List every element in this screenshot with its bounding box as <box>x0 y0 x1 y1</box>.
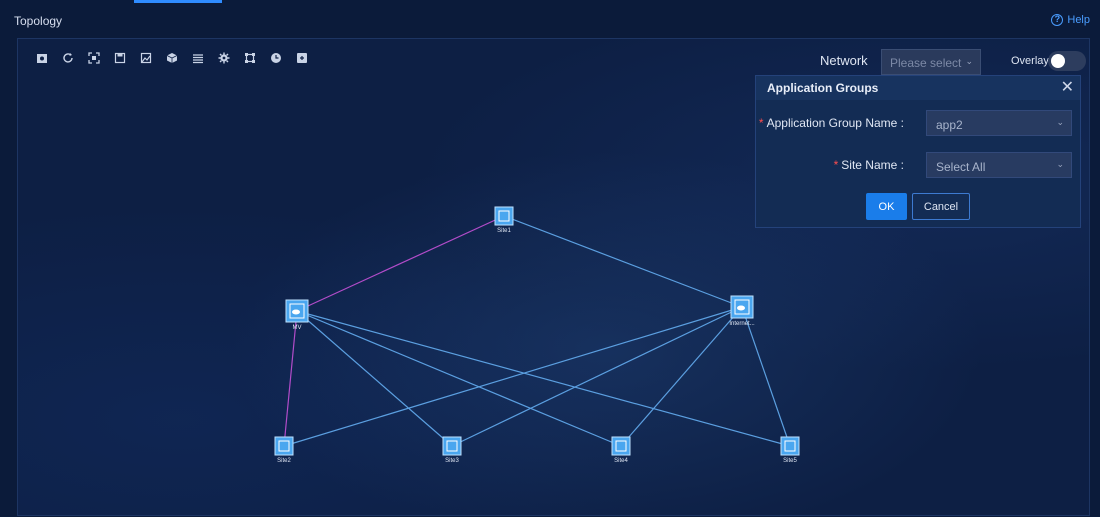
topology-node-label: Internet... <box>729 321 755 327</box>
topology-link-mv-site5[interactable] <box>296 310 791 447</box>
application-groups-panel: Application Groups ✕ *Application Group … <box>755 75 1081 228</box>
network-select[interactable]: Please select ⌄ <box>881 49 981 75</box>
topology-link-internet-site4[interactable] <box>620 306 743 447</box>
topology-node-internet[interactable]: Internet... <box>729 295 755 327</box>
close-icon[interactable]: ✕ <box>1060 79 1074 96</box>
cube-icon[interactable] <box>166 52 178 64</box>
topology-node-site4[interactable]: Site4 <box>611 436 631 464</box>
topology-node-site3[interactable]: Site3 <box>442 436 462 464</box>
chevron-down-icon: ⌄ <box>1056 159 1064 169</box>
overlay-label: Overlay <box>1011 55 1049 67</box>
help-icon: ? <box>1051 14 1064 26</box>
topology-node-site5[interactable]: Site5 <box>780 436 800 464</box>
layers-icon[interactable] <box>192 52 204 64</box>
application-group-name-select[interactable]: app2 ⌄ <box>926 110 1072 136</box>
active-tab-indicator <box>134 0 222 3</box>
topology-link-mv-site4[interactable] <box>296 310 622 447</box>
fit-screen-icon[interactable] <box>88 52 100 64</box>
ok-button[interactable]: OK <box>866 193 907 220</box>
history-icon[interactable] <box>270 52 282 64</box>
site-icon <box>784 440 796 452</box>
toggle-knob <box>1051 54 1065 68</box>
site-icon <box>615 440 627 452</box>
panel-title: Application Groups <box>767 81 879 95</box>
topology-node-label: Site2 <box>277 458 291 464</box>
help-link[interactable]: ? Help <box>1051 14 1090 26</box>
topology-link-internet-site2[interactable] <box>283 306 743 447</box>
save-icon[interactable] <box>114 52 126 64</box>
settings-icon[interactable] <box>218 52 230 64</box>
application-group-name-value: app2 <box>936 118 963 132</box>
topology-link-mv-site2[interactable] <box>283 310 298 447</box>
network-label: Network <box>820 53 868 68</box>
topology-link-mv-site3[interactable] <box>296 310 453 447</box>
topology-toolbar <box>36 52 308 64</box>
topology-link-site1-internet[interactable] <box>503 215 743 308</box>
application-group-name-label: *Application Group Name : <box>758 116 904 130</box>
help-label: Help <box>1067 14 1090 26</box>
cloud-icon <box>289 303 305 319</box>
screenshot-icon[interactable] <box>36 52 48 64</box>
topology-node-site1[interactable]: Site1 <box>494 206 514 234</box>
topology-node-site2[interactable]: Site2 <box>274 436 294 464</box>
panel-header: Application Groups ✕ <box>756 76 1080 100</box>
chevron-down-icon: ⌄ <box>1056 117 1064 127</box>
topology-node-label: Site3 <box>445 458 459 464</box>
image-icon[interactable] <box>140 52 152 64</box>
topology-link-internet-site3[interactable] <box>451 306 743 447</box>
cancel-button[interactable]: Cancel <box>912 193 970 220</box>
topology-link-site1-mv[interactable] <box>296 215 505 312</box>
topology-node-label: Site5 <box>783 458 797 464</box>
site-name-row: *Site Name : Select All ⌄ <box>756 152 1080 178</box>
overlay-toggle[interactable] <box>1048 51 1086 71</box>
topology-node-mv[interactable]: MV <box>285 299 309 331</box>
site-icon <box>446 440 458 452</box>
topology-node-label: Site1 <box>497 228 511 234</box>
site-name-select[interactable]: Select All ⌄ <box>926 152 1072 178</box>
application-group-name-row: *Application Group Name : app2 ⌄ <box>756 110 1080 136</box>
select-area-icon[interactable] <box>244 52 256 64</box>
topology-canvas[interactable] <box>17 38 1090 516</box>
site-name-label: *Site Name : <box>833 158 904 172</box>
topology-link-internet-site5[interactable] <box>741 306 791 447</box>
expand-icon[interactable] <box>296 52 308 64</box>
cloud-icon <box>734 299 750 315</box>
topology-node-label: Site4 <box>614 458 628 464</box>
site-name-value: Select All <box>936 160 986 174</box>
refresh-icon[interactable] <box>62 52 74 64</box>
site-icon <box>278 440 290 452</box>
topology-node-label: MV <box>293 325 302 331</box>
page-title: Topology <box>14 14 63 28</box>
site-icon <box>498 210 510 222</box>
chevron-down-icon: ⌄ <box>965 56 973 66</box>
network-select-placeholder: Please select <box>890 56 962 70</box>
